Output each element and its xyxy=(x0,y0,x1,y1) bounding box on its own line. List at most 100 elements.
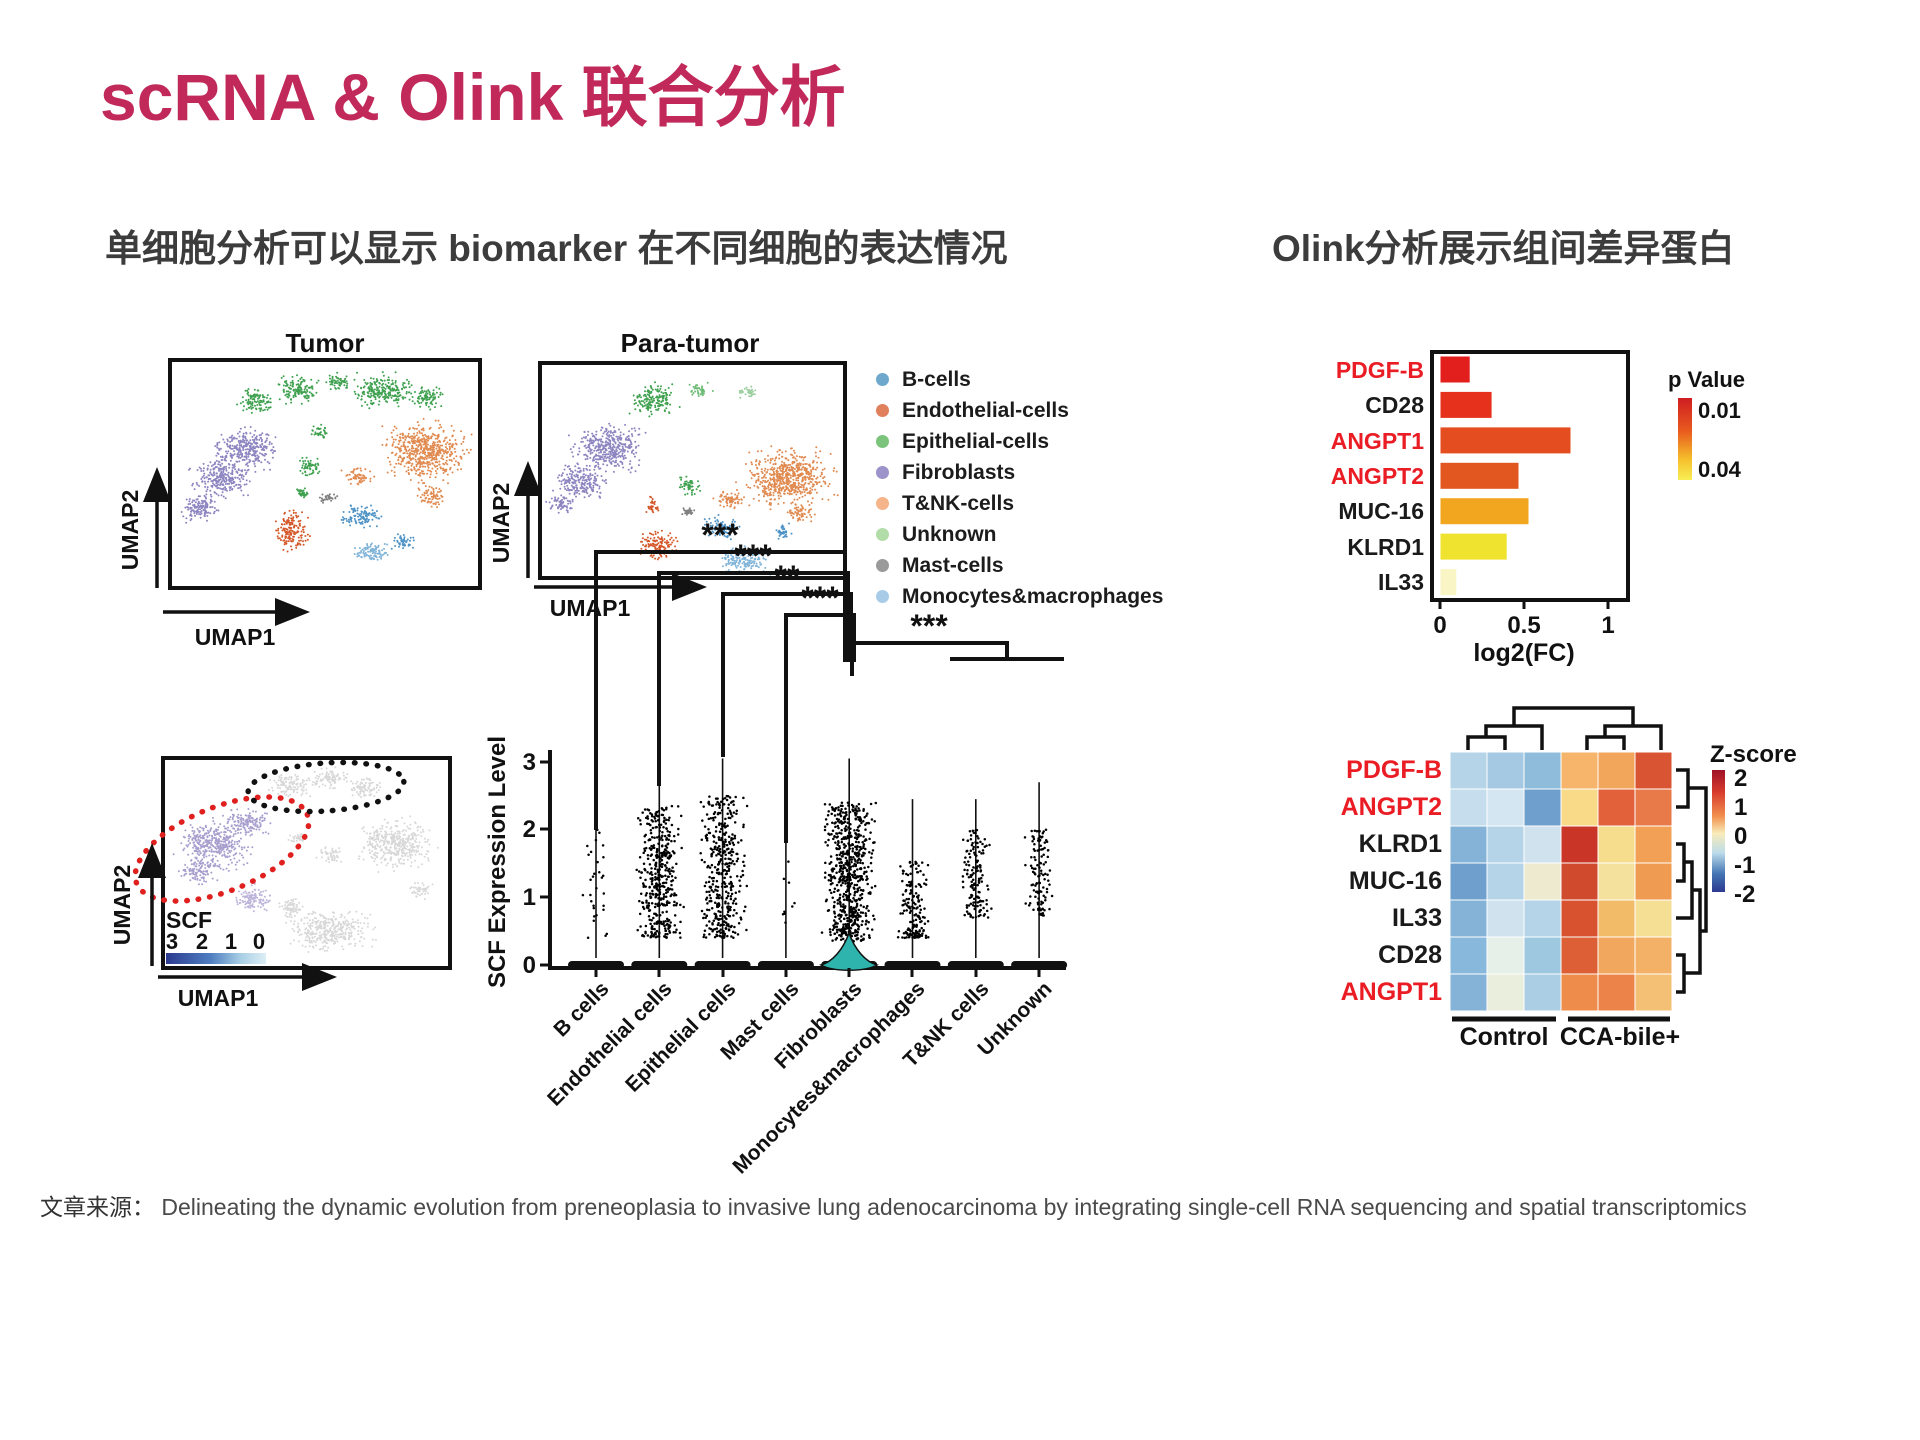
zscore-tick-1: 1 xyxy=(1734,794,1747,821)
violin-cat-0: B cells xyxy=(549,977,613,1041)
umap-scf-panel: SCF 3 2 1 0 UMAP2 UMAP1 xyxy=(109,756,452,1011)
row-dendrogram xyxy=(1676,768,1708,994)
heat-row-muc16: MUC-16 xyxy=(1349,867,1442,895)
scf-scale-tick-1: 1 xyxy=(225,929,237,954)
sig-label-2: *** xyxy=(734,538,772,574)
zscore-heatmap: PDGF-B ANGPT2 KLRD1 MUC-16 IL33 CD28 ANG… xyxy=(1341,706,1797,1051)
heat-cell xyxy=(1523,825,1562,864)
heat-cell xyxy=(1486,936,1525,975)
bar-IL33 xyxy=(1439,568,1458,597)
legend-label: Endothelial-cells xyxy=(902,398,1069,422)
heat-cell xyxy=(1560,825,1599,864)
bar-label-angpt2: ANGPT2 xyxy=(1331,463,1424,489)
legend-swatch-icon xyxy=(876,404,889,417)
pvalue-bottom-label: 0.04 xyxy=(1698,457,1742,482)
scf-scale-tick-2: 2 xyxy=(196,929,208,954)
legend-swatch-icon xyxy=(876,435,889,448)
bar-xtick-1: 1 xyxy=(1601,612,1614,639)
scf-scale-tick-3: 3 xyxy=(166,929,178,954)
fibroblast-highlight-ellipse xyxy=(132,794,312,904)
umap-para-xlabel: UMAP1 xyxy=(550,595,631,621)
heat-row-il33: IL33 xyxy=(1392,904,1442,932)
legend-label: Epithelial-cells xyxy=(902,429,1050,453)
heat-cell xyxy=(1597,788,1636,827)
umap-tumor-ylabel: UMAP2 xyxy=(117,490,143,571)
umap-para-panel: Para-tumor UMAP2 UMAP1 xyxy=(488,328,847,621)
zscore-tick-n2: -2 xyxy=(1734,881,1755,908)
legend-swatch-icon xyxy=(876,559,889,572)
legend-label: Monocytes&macrophages xyxy=(902,584,1164,608)
bar-ANGPT1 xyxy=(1439,426,1572,455)
umap-scf-xlabel: UMAP1 xyxy=(178,985,259,1011)
bar-xtick-05: 0.5 xyxy=(1507,612,1540,639)
bar-KLRD1 xyxy=(1439,532,1508,561)
legend-item: Mast-cells xyxy=(876,550,1163,581)
bar-xticks xyxy=(1438,600,1610,609)
heat-cell xyxy=(1560,936,1599,975)
heat-cell xyxy=(1449,936,1488,975)
heat-cell xyxy=(1597,862,1636,901)
bar-label-cd28: CD28 xyxy=(1365,392,1424,418)
zscore-tick-n1: -1 xyxy=(1734,852,1755,879)
legend-label: B-cells xyxy=(902,367,971,391)
pvalue-legend-title: p Value xyxy=(1668,367,1745,392)
olink-bar-chart: PDGF-B CD28 ANGPT1 ANGPT2 MUC-16 KLRD1 I… xyxy=(1331,350,1745,667)
heat-cell xyxy=(1560,788,1599,827)
page-title: scRNA & Olink 联合分析 xyxy=(100,60,846,134)
scf-colorbar xyxy=(166,953,266,964)
umap-para-ylabel: UMAP2 xyxy=(488,483,514,564)
heat-cell xyxy=(1597,936,1636,975)
bar-PDGF-B xyxy=(1439,355,1471,384)
bar-chart-box xyxy=(1430,350,1630,602)
source-text: Delineating the dynamic evolution from p… xyxy=(161,1194,1747,1220)
legend-item: Unknown xyxy=(876,519,1163,550)
heat-group-control: Control xyxy=(1460,1023,1549,1051)
heat-cell xyxy=(1523,751,1562,790)
fibroblast-violin-base xyxy=(819,930,879,971)
legend-label: Mast-cells xyxy=(902,553,1004,577)
heat-cell xyxy=(1486,788,1525,827)
bar-label-klrd1: KLRD1 xyxy=(1347,534,1424,560)
heat-cell xyxy=(1523,973,1562,1012)
legend-label: T&NK-cells xyxy=(902,491,1015,515)
epithelial-highlight-ellipse xyxy=(245,759,407,815)
violin-xticks xyxy=(594,968,1041,977)
heat-cell xyxy=(1560,751,1599,790)
bar-label-muc16: MUC-16 xyxy=(1338,498,1424,524)
subtitle-scrna: 单细胞分析可以显示 biomarker 在不同细胞的表达情况 xyxy=(105,228,1008,269)
heat-cell xyxy=(1560,862,1599,901)
scf-gene-label: SCF xyxy=(166,907,212,933)
violin-ytick-0: 0 xyxy=(523,952,536,979)
bar-xlabel: log2(FC) xyxy=(1473,639,1574,667)
pvalue-colorbar xyxy=(1678,398,1692,480)
zscore-tick-0: 0 xyxy=(1734,823,1747,850)
sig-label-1: *** xyxy=(701,517,739,553)
heat-cell xyxy=(1486,973,1525,1012)
heat-cell xyxy=(1523,936,1562,975)
legend-swatch-icon xyxy=(876,466,889,479)
pvalue-top-label: 0.01 xyxy=(1698,398,1741,423)
legend-swatch-icon xyxy=(876,373,889,386)
source-citation: 文章来源： Delineating the dynamic evolution … xyxy=(40,1188,1747,1222)
zscore-tick-2: 2 xyxy=(1734,765,1747,792)
legend-item: Endothelial-cells xyxy=(876,395,1163,426)
heat-cell xyxy=(1449,825,1488,864)
scf-scale-tick-0: 0 xyxy=(253,929,265,954)
heat-cell xyxy=(1634,936,1673,975)
heat-row-angpt2: ANGPT2 xyxy=(1341,793,1442,821)
heat-cell xyxy=(1449,973,1488,1012)
violin-points xyxy=(568,758,1068,969)
heat-group-cca: CCA-bile+ xyxy=(1560,1023,1680,1051)
violin-ytick-2: 2 xyxy=(523,816,536,843)
heat-cell xyxy=(1449,899,1488,938)
heat-cell xyxy=(1634,862,1673,901)
legend-item: Monocytes&macrophages xyxy=(876,581,1163,612)
heat-cell xyxy=(1597,825,1636,864)
zscore-legend-title: Z-score xyxy=(1710,741,1797,768)
legend-item: B-cells xyxy=(876,364,1163,395)
bar-MUC-16 xyxy=(1439,497,1530,526)
heat-cell xyxy=(1486,825,1525,864)
heat-row-angpt1: ANGPT1 xyxy=(1341,978,1443,1006)
